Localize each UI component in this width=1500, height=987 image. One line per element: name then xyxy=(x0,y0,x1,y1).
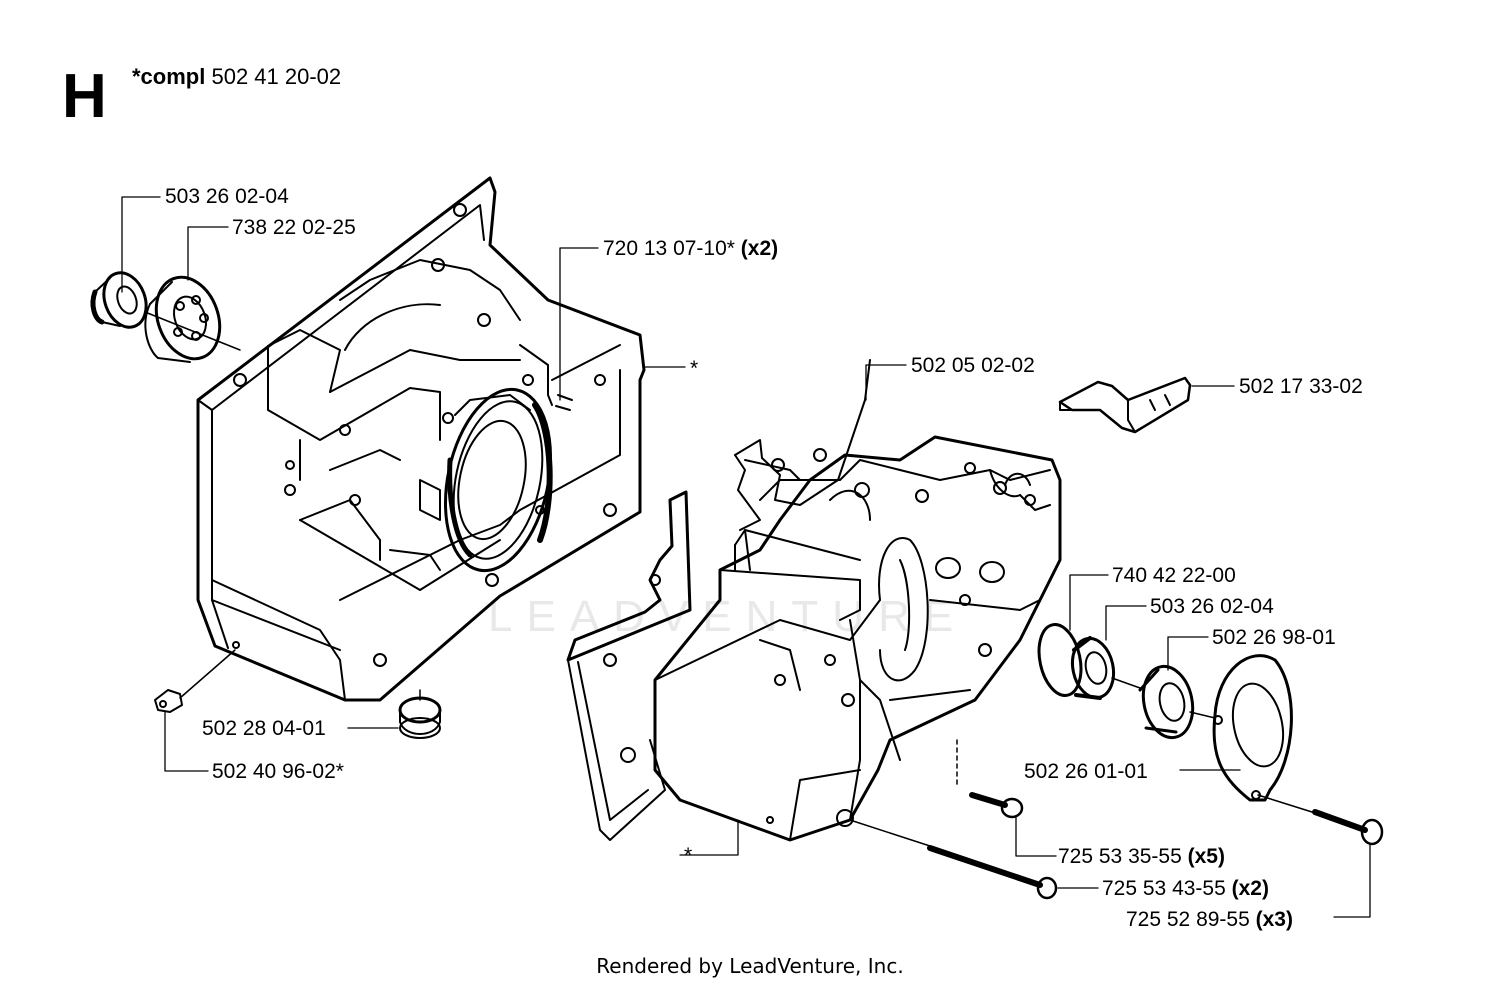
fasteners xyxy=(154,649,1384,900)
leader-lines xyxy=(121,196,1371,918)
compl-prefix: *compl xyxy=(132,64,206,89)
bracket-part xyxy=(1058,376,1192,434)
part-number: 720 13 07-10* xyxy=(603,237,735,260)
part-number: 725 53 43-55 xyxy=(1102,877,1226,900)
part-label[interactable]: 720 13 07-10* (x2) xyxy=(603,238,778,259)
part-quantity: (x5) xyxy=(1187,845,1225,868)
part-quantity: (x2) xyxy=(740,237,779,260)
footer-credit: Rendered by LeadVenture, Inc. xyxy=(596,954,904,978)
part-number: 502 40 96-02* xyxy=(212,760,344,783)
section-letter: H xyxy=(62,62,107,131)
part-number: 502 26 98-01 xyxy=(1212,626,1336,649)
part-number: 503 26 02-04 xyxy=(165,185,289,208)
part-label[interactable]: 502 05 02-02 xyxy=(911,355,1035,376)
part-number: 738 22 02-25 xyxy=(232,216,356,239)
part-label[interactable]: 503 26 02-04 xyxy=(1150,596,1274,617)
part-number: 740 42 22-00 xyxy=(1112,564,1236,587)
part-label[interactable]: 740 42 22-00 xyxy=(1112,565,1236,586)
part-quantity: (x2) xyxy=(1231,877,1269,900)
asterisk-mark: * xyxy=(690,357,699,380)
part-label[interactable]: 725 52 89-55 (x3) xyxy=(1126,909,1293,930)
part-label[interactable]: 738 22 02-25 xyxy=(232,217,356,238)
part-label[interactable]: 725 53 43-55 (x2) xyxy=(1102,878,1269,899)
part-number: 725 52 89-55 xyxy=(1126,908,1250,931)
part-label[interactable]: 503 26 02-04 xyxy=(165,186,289,207)
part-label[interactable]: 502 26 01-01 xyxy=(1024,761,1148,782)
part-number: 725 53 35-55 xyxy=(1058,845,1182,868)
asterisk-mark: * xyxy=(684,844,693,867)
part-number: 502 26 01-01 xyxy=(1024,760,1148,783)
left-seal-and-bearing xyxy=(90,271,241,363)
part-quantity: (x3) xyxy=(1255,908,1293,931)
part-label[interactable]: 502 17 33-02 xyxy=(1239,376,1363,397)
right-crankcase-half xyxy=(653,435,1062,842)
right-seal-assembly xyxy=(1037,623,1293,802)
part-label[interactable]: 502 40 96-02* xyxy=(212,761,344,782)
part-label[interactable]: 502 28 04-01 xyxy=(202,718,326,739)
left-crankcase-half xyxy=(196,176,646,702)
part-number: 503 26 02-04 xyxy=(1150,595,1274,618)
complete-assembly-label: *compl 502 41 20-02 xyxy=(132,66,341,88)
part-number: 502 28 04-01 xyxy=(202,717,326,740)
crankcase-gasket xyxy=(566,359,871,841)
part-number: 502 17 33-02 xyxy=(1239,375,1363,398)
part-label[interactable]: 502 26 98-01 xyxy=(1212,627,1336,648)
part-number: 502 05 02-02 xyxy=(911,354,1035,377)
compl-number: 502 41 20-02 xyxy=(211,64,342,89)
part-label[interactable]: 725 53 35-55 (x5) xyxy=(1058,846,1225,867)
